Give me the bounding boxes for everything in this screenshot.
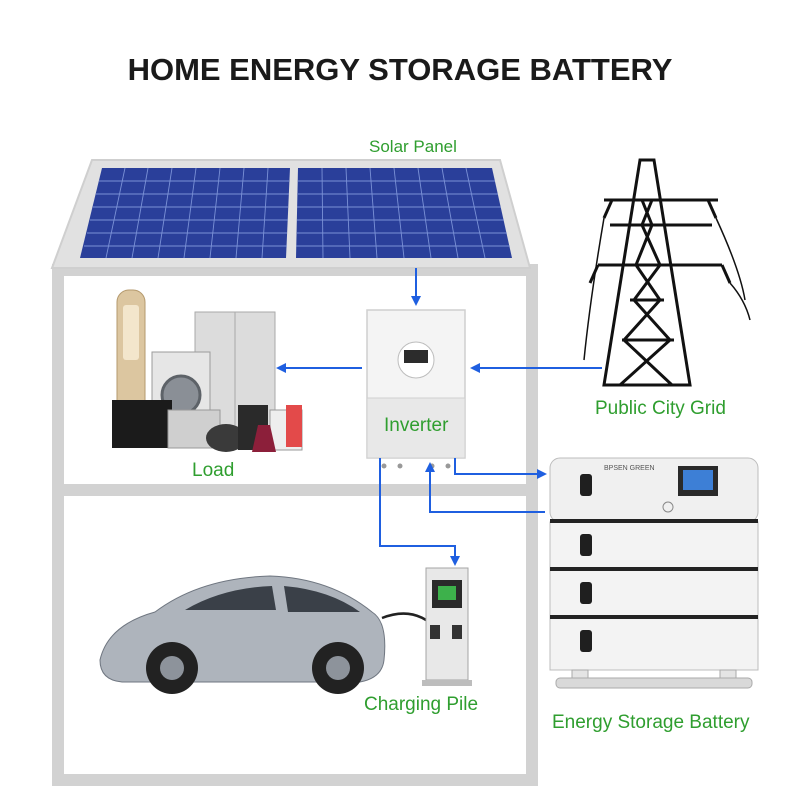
flow-arrows — [276, 268, 602, 566]
arrow-inverter-to-charger — [379, 458, 460, 566]
arrow-inverter-to-battery — [454, 458, 547, 479]
car-icon — [99, 575, 386, 694]
power-tower-icon — [583, 158, 751, 387]
appliances-icon — [112, 289, 303, 452]
battery-brand-text: BPSEN GREEN — [604, 465, 655, 472]
label-inverter: Inverter — [384, 415, 449, 436]
label-public-grid: Public City Grid — [595, 398, 726, 419]
label-solar-panel: Solar Panel — [369, 137, 457, 156]
label-battery: Energy Storage Battery — [552, 712, 750, 733]
label-charging-pile: Charging Pile — [364, 694, 479, 715]
inverter-icon — [366, 309, 466, 469]
charging-pile-icon — [422, 567, 472, 686]
page-title: HOME ENERGY STORAGE BATTERY — [127, 52, 673, 87]
solar-panel-icon — [80, 167, 512, 259]
arrow-battery-to-inverter — [425, 462, 545, 513]
battery-stack-icon — [549, 457, 759, 689]
label-load: Load — [192, 460, 235, 481]
